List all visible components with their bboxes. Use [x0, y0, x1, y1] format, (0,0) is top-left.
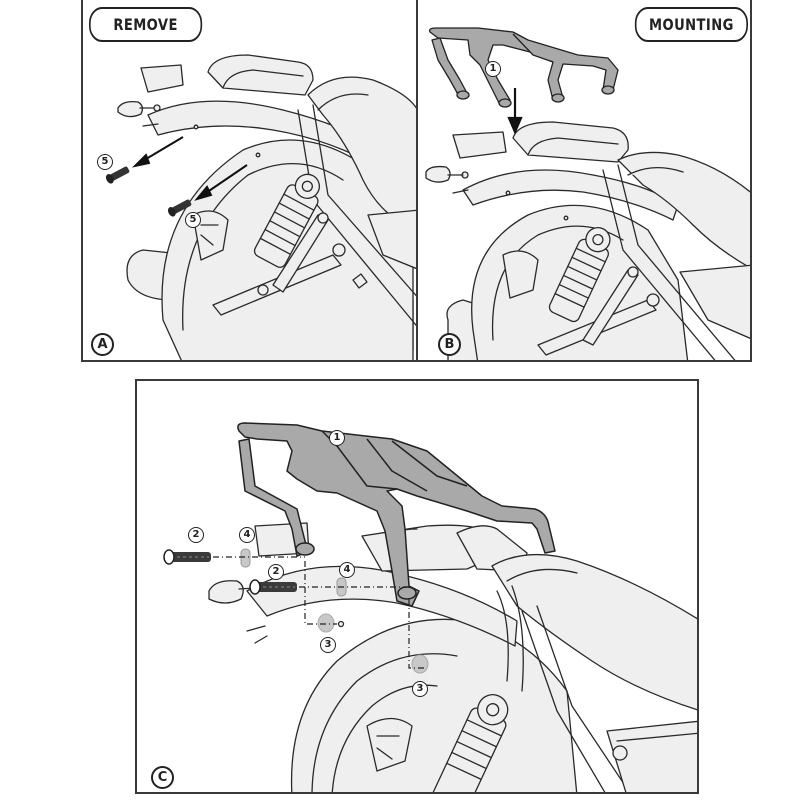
motorcycle-rear-illustration	[425, 27, 750, 360]
panel-letter-b: B	[438, 333, 461, 356]
callout-3-washer: 3	[412, 681, 428, 697]
rear-rack-part	[237, 422, 556, 607]
callout-2-bolt: 2	[188, 527, 204, 543]
assembly-guide-lines	[213, 556, 427, 669]
panel-b-mounting: MOUNTING 1 B	[416, 0, 752, 362]
callout-1-rack: 1	[329, 430, 345, 446]
bolt-icon	[163, 549, 297, 595]
callout-2-bolt: 2	[268, 564, 284, 580]
motorcycle-rear-detail-illustration	[163, 422, 697, 792]
step-label-remove: REMOVE	[89, 7, 203, 42]
panel-c-detail: 1 2 2 4 4 3 3 C	[135, 379, 699, 794]
callout-4-spacer: 4	[339, 562, 355, 578]
motorcycle-rear-illustration	[105, 54, 416, 360]
callout-5-screw: 5	[185, 212, 201, 228]
step-label-mounting: MOUNTING	[634, 7, 748, 42]
screw-icon	[105, 166, 192, 217]
panel-letter-c: C	[151, 766, 174, 789]
callout-3-washer: 3	[320, 637, 336, 653]
rear-rack-part	[428, 27, 619, 108]
callout-4-spacer: 4	[239, 527, 255, 543]
panel-a-remove: REMOVE 5 5 A	[81, 0, 418, 362]
panel-letter-a: A	[91, 333, 114, 356]
callout-5-screw: 5	[97, 154, 113, 170]
arrow-down-icon	[507, 88, 523, 135]
callout-1-rack: 1	[485, 61, 501, 77]
